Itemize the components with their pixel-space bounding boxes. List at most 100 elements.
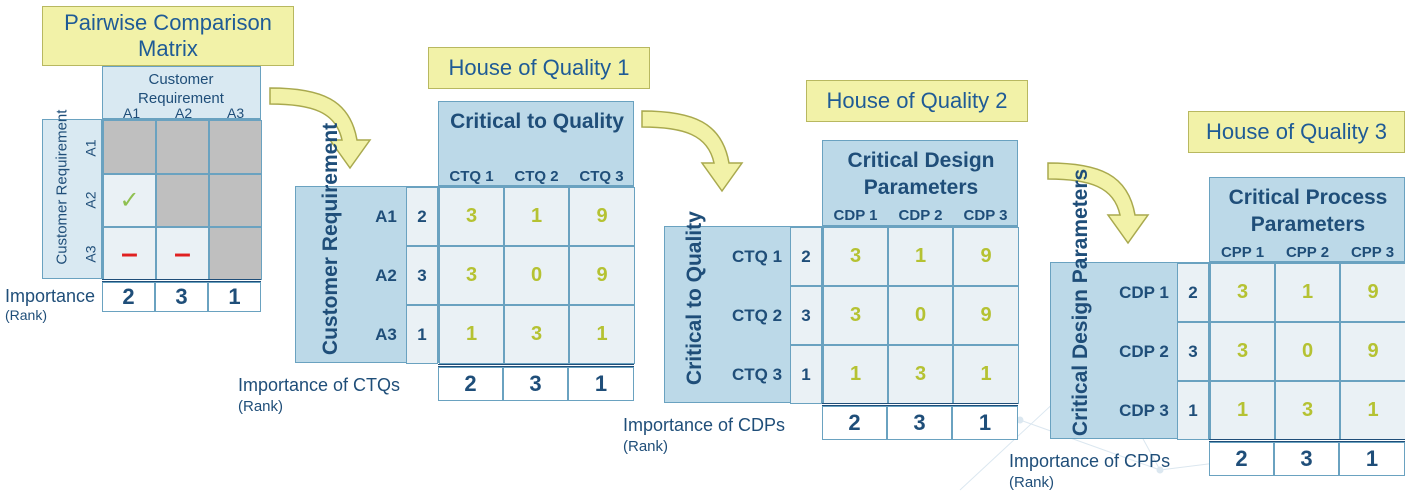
check-icon: ✓ bbox=[103, 174, 156, 227]
hoq2-col-header-label: Critical Design Parameters bbox=[847, 149, 995, 200]
hoq1-matrix: 3 1 9 3 0 9 1 3 1 bbox=[438, 186, 635, 364]
hoq1-importance-label: Importance of CTQs bbox=[238, 375, 401, 395]
hoq1-cell: 9 bbox=[569, 187, 635, 246]
hoq1-cell: 3 bbox=[439, 187, 504, 246]
hoq3-cell: 9 bbox=[1340, 322, 1405, 381]
hoq1-cell: 1 bbox=[569, 305, 635, 364]
hoq1-cell: 1 bbox=[504, 187, 569, 246]
hoq1-cell: 3 bbox=[504, 305, 569, 364]
hoq3-title: House of Quality 3 bbox=[1188, 111, 1405, 153]
hoq2-row-rank: 3 bbox=[790, 286, 822, 345]
hoq2-cell: 9 bbox=[953, 227, 1019, 286]
pairwise-col-a1: A1 bbox=[123, 105, 141, 121]
flow-arrow-icon bbox=[641, 110, 744, 193]
hoq3-row-header-label: Critical Design Parameters bbox=[1068, 169, 1092, 437]
pairwise-importance-value: 1 bbox=[208, 282, 261, 312]
pairwise-importance-row: 2 3 1 bbox=[102, 279, 261, 312]
hoq3-row-label: CDP 1 bbox=[1119, 282, 1169, 302]
hoq2-row-label: CTQ 2 bbox=[731, 305, 783, 325]
hoq2-col: CDP 3 bbox=[963, 207, 1008, 224]
hoq1-title: House of Quality 1 bbox=[428, 47, 650, 89]
hoq3-cell: 1 bbox=[1210, 381, 1275, 440]
hoq1-col-header: Critical to Quality CTQ 1 CTQ 2 CTQ 3 bbox=[438, 101, 634, 186]
hoq3-importance-label: Importance of CPPs bbox=[1009, 451, 1171, 471]
hoq1-row-label: A3 bbox=[375, 324, 397, 344]
hoq1-importance-value: 3 bbox=[503, 367, 568, 401]
hoq1-rank-label: (Rank) bbox=[238, 398, 284, 415]
hoq1-row-rank: 2 bbox=[406, 187, 438, 246]
pairwise-cell-1-2 bbox=[156, 120, 209, 174]
hoq3-cell: 1 bbox=[1340, 381, 1405, 440]
hoq3-cell: 3 bbox=[1210, 263, 1275, 322]
pairwise-importance-value: 2 bbox=[102, 282, 155, 312]
hoq2-importance-value: 2 bbox=[822, 406, 887, 440]
pairwise-importance-value: 3 bbox=[155, 282, 208, 312]
hoq3-cell: 3 bbox=[1275, 381, 1340, 440]
hoq2-cell: 1 bbox=[953, 345, 1019, 404]
hoq1-importance-value: 2 bbox=[438, 367, 503, 401]
hoq2-row-label: CTQ 1 bbox=[731, 246, 783, 266]
hoq2-row-header: Critical to Quality CTQ 1 CTQ 2 CTQ 3 2 … bbox=[664, 212, 822, 404]
hoq3-importance-value: 3 bbox=[1274, 442, 1339, 476]
hoq1-cell: 0 bbox=[504, 246, 569, 305]
hoq2-matrix: 3 1 9 3 0 9 1 3 1 bbox=[822, 226, 1019, 404]
pairwise-row-a1: A1 bbox=[83, 139, 99, 157]
flow-arrow-icon bbox=[1047, 162, 1150, 245]
hoq2-cell: 0 bbox=[888, 286, 953, 345]
hoq2-importance-label: Importance of CDPs bbox=[623, 415, 786, 435]
hoq3-row-label: CDP 2 bbox=[1119, 341, 1169, 361]
hoq1-row-label: A1 bbox=[375, 206, 397, 226]
pairwise-col-a2: A2 bbox=[175, 105, 193, 121]
hoq1-row-label: A2 bbox=[375, 265, 397, 285]
hoq2-col: CDP 1 bbox=[833, 207, 878, 224]
hoq3-row-rank: 1 bbox=[1177, 381, 1209, 440]
hoq2-cell: 1 bbox=[823, 345, 888, 404]
hoq1-row-header-label: Customer Requirement bbox=[318, 123, 342, 356]
hoq2-row-label: CTQ 3 bbox=[731, 364, 783, 384]
hoq3-matrix: 3 1 9 3 0 9 1 3 1 bbox=[1209, 262, 1405, 440]
hoq3-importance-value: 1 bbox=[1339, 442, 1405, 476]
pairwise-col-header-label: Customer Requirement bbox=[138, 71, 224, 107]
hoq2-cell: 1 bbox=[888, 227, 953, 286]
pairwise-row-a2: A2 bbox=[83, 191, 99, 209]
hoq2-cell: 3 bbox=[823, 227, 888, 286]
hoq1-importance-value: 1 bbox=[568, 367, 634, 401]
hoq3-row-rank: 3 bbox=[1177, 322, 1209, 381]
hoq3-col: CPP 2 bbox=[1285, 244, 1330, 261]
pairwise-importance-label: Importance (Rank) bbox=[5, 286, 96, 323]
pairwise-row-header-label: Customer Requirement bbox=[53, 109, 71, 265]
pairwise-grid: ✓ – – bbox=[102, 119, 262, 280]
pairwise-row-header: Customer Requirement A1 A2 A3 bbox=[42, 109, 102, 279]
pairwise-cell-2-2 bbox=[156, 174, 209, 227]
hoq2-cell: 3 bbox=[823, 286, 888, 345]
pairwise-cell-2-3 bbox=[209, 174, 262, 227]
hoq3-row-header: Critical Design Parameters CDP 1 CDP 2 C… bbox=[1050, 169, 1209, 440]
pairwise-title: Pairwise Comparison Matrix bbox=[42, 6, 294, 66]
hoq3-row-label: CDP 3 bbox=[1119, 400, 1169, 420]
hoq2-cell: 3 bbox=[888, 345, 953, 404]
hoq1-col: CTQ 2 bbox=[514, 168, 559, 185]
hoq2-col-header: Critical Design Parameters CDP 1 CDP 2 C… bbox=[822, 140, 1018, 226]
hoq3-rank-label: (Rank) bbox=[1009, 474, 1055, 491]
hoq2-row-rank: 1 bbox=[790, 345, 822, 404]
pairwise-cell-1-1 bbox=[103, 120, 156, 174]
hoq3-col-header-label: Critical Process Parameters bbox=[1228, 186, 1388, 237]
pairwise-col-header: Customer Requirement A1 A2 A3 bbox=[102, 66, 261, 121]
flow-arrow-icon bbox=[269, 87, 372, 170]
hoq1-col: CTQ 3 bbox=[579, 168, 624, 185]
hoq2-rank-label: (Rank) bbox=[623, 438, 669, 455]
hoq2-row-rank: 2 bbox=[790, 227, 822, 286]
pairwise-cell-1-3 bbox=[209, 120, 262, 174]
hoq2-title: House of Quality 2 bbox=[806, 80, 1028, 122]
hoq3-col: CPP 1 bbox=[1220, 244, 1265, 261]
dash-icon: – bbox=[103, 227, 156, 280]
hoq1-row-header: Customer Requirement A1 A2 A3 2 3 1 bbox=[295, 123, 438, 364]
hoq3-col: CPP 3 bbox=[1350, 244, 1395, 261]
hoq3-row-rank: 2 bbox=[1177, 263, 1209, 322]
pairwise-row-a3: A3 bbox=[83, 245, 99, 263]
dash-icon: – bbox=[156, 227, 209, 280]
hoq1-col-header-label: Critical to Quality bbox=[450, 110, 624, 133]
hoq3-importance-value: 2 bbox=[1209, 442, 1274, 476]
hoq2-importance-value: 3 bbox=[887, 406, 952, 440]
hoq2-cell: 9 bbox=[953, 286, 1019, 345]
